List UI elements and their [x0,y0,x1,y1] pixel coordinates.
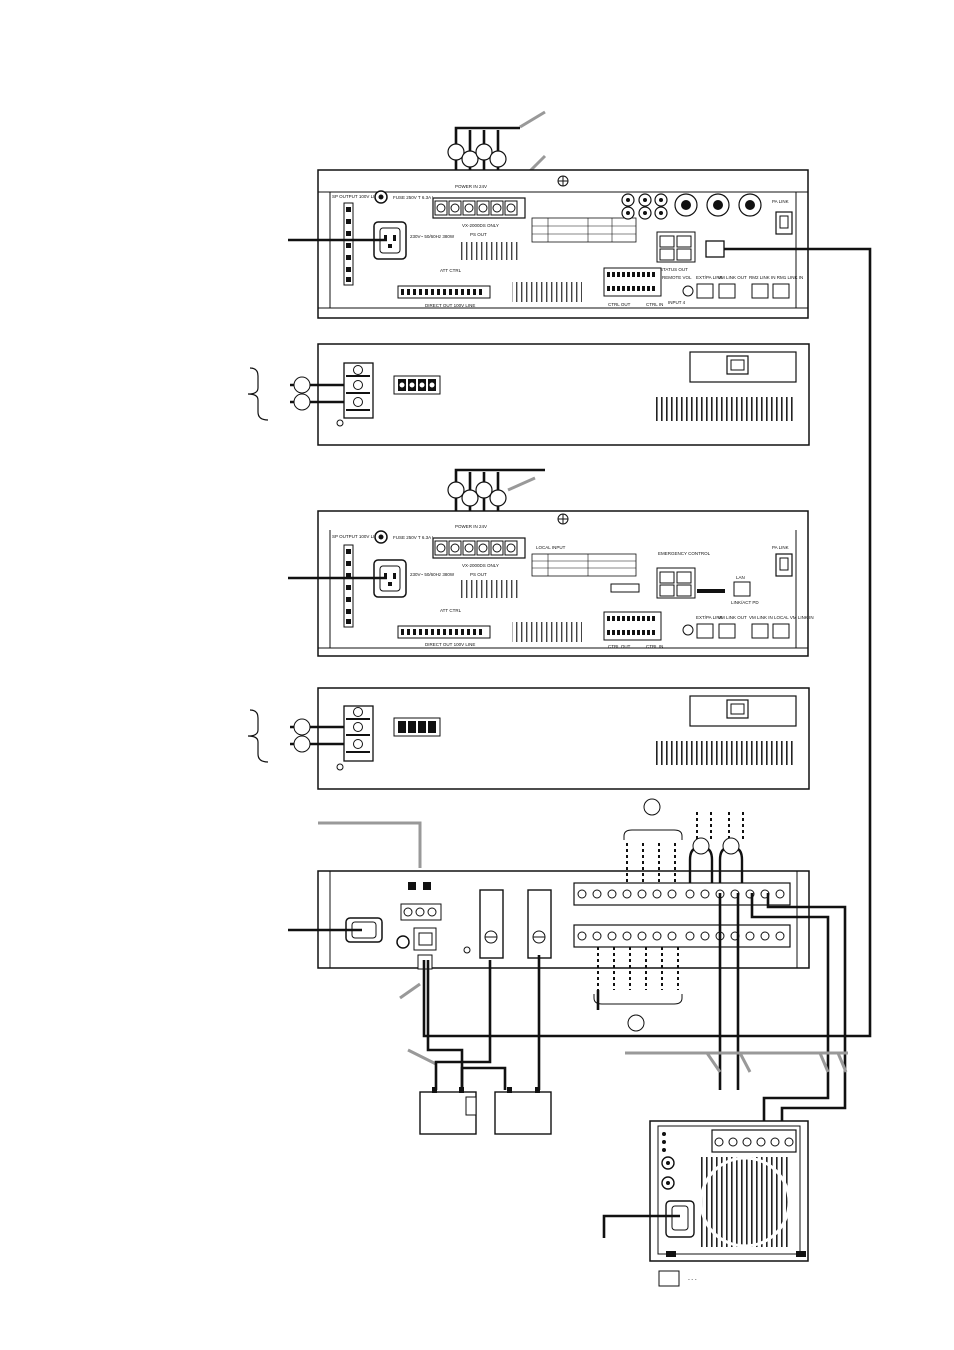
amplifier-unit-2 [247,687,810,790]
ext-pa-label: EXT/PA LINK [696,275,723,280]
pa-link-label: PA LINK [772,199,789,204]
callout-circle [461,150,479,168]
remote-label: REMOTE VOL [662,275,692,280]
pa-link-label: PA LINK [772,545,789,550]
status-label: STATUS OUT [660,267,688,272]
fuse-label: FUSE 250V T 6.3A L [393,195,435,200]
battery-charger-unit [288,798,810,1032]
manager-unit-1: SP OUTPUT 100V LINE FUSE 250V T 6.3A L 2… [288,110,809,319]
ext-pa-label: EXT/PA LINK [696,615,723,620]
local-input-label: LOCAL INPUT [536,545,566,550]
power-in-label: POWER IN 24V [455,524,487,529]
legend-label: - - - [688,1277,697,1283]
direct-out-label: DIRECT OUT 100V LINE [425,642,475,647]
lan-label: LAN [736,575,745,580]
ctrl-out-label: CTRL OUT [608,302,631,307]
ctrl-in-label: CTRL IN [646,302,663,307]
input4-label: INPUT 4 [668,300,686,305]
ds-link-connector [705,240,725,258]
ctrl-out-label: CTRL OUT [608,644,631,649]
att-label: ATT CTRL [440,608,462,613]
emergency-label: EMERGENCY CONTROL [658,551,711,556]
ctrl-in-label: CTRL IN [646,644,663,649]
fuse-label: FUSE 250V T 6.3A L [393,535,435,540]
amplifier-unit-1 [247,343,810,446]
rm-link-label: RM2 LINK IN RM1 LINK IN [749,275,803,280]
sp-output-label: SP OUTPUT 100V LINE [332,534,381,539]
leader-lines [625,1051,848,1073]
vm-link-out-label: VM LINK OUT [718,615,747,620]
link-act-label: LINK/ACT PD [731,600,759,605]
sp-output-label: SP OUTPUT 100V LINE [332,194,381,199]
att-label: ATT CTRL [440,268,462,273]
battery-bank [399,955,552,1135]
callout-circle [447,143,465,161]
manager-unit-2: SP OUTPUT 100V LINE FUSE 250V T 6.3A L 2… [288,468,814,657]
ps-out-label: PS OUT [470,572,487,577]
ps-only-label: VX-2000DS ONLY [462,563,499,568]
vm-link-in-label: VM LINK IN LOCAL VM LINK IN [749,615,814,620]
ps-out-label: PS OUT [470,232,487,237]
interconnect-cables [422,247,872,1130]
power-in-label: POWER IN 24V [455,184,487,189]
vm-link-out-label: VM LINK OUT [718,275,747,280]
power-supply-unit: - - - [602,1120,809,1287]
direct-out-label: DIRECT OUT 100V LINE [425,303,475,308]
ac-label: 230V~ 50/60Hz 380W [410,234,455,239]
callout-circle [489,150,507,168]
ac-label: 230V~ 50/60Hz 380W [410,572,455,577]
ps-only-label: VX-2000DS ONLY [462,223,499,228]
legend-box [658,1270,680,1287]
callout-circle [475,143,493,161]
